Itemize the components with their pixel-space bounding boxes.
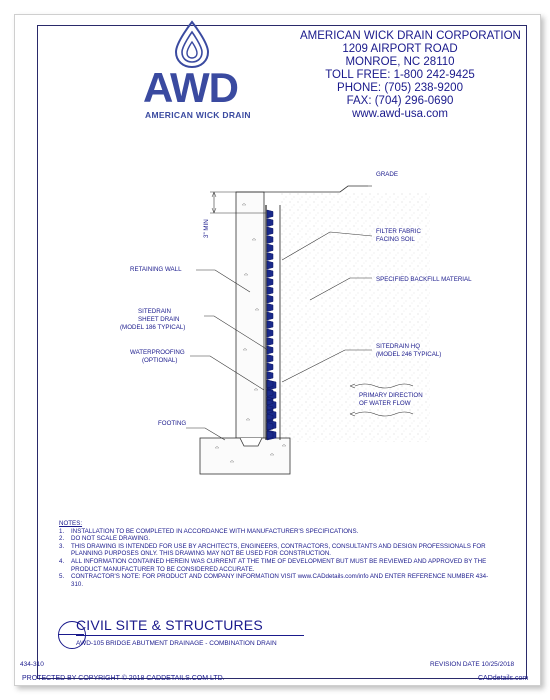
retaining-wall — [235, 191, 265, 439]
logo-tagline: AMERICAN WICK DRAIN — [145, 110, 251, 120]
flow-arrows — [349, 383, 414, 417]
copyright-text: PROTECTED BY COPYRIGHT © 2018 CADDETAILS… — [22, 675, 225, 682]
retaining-wall-label: RETAINING WALL — [130, 266, 182, 273]
sitedrain-label-1: SITEDRAIN — [138, 308, 171, 315]
dimpled-core — [266, 209, 277, 441]
waterproofing-label-2: (OPTIONAL) — [142, 357, 177, 364]
notes-header: NOTES: — [59, 520, 83, 527]
company-name: AMERICAN WICK DRAIN CORPORATION — [300, 30, 521, 42]
sitedrain-label-3: (MODEL 186 TYPICAL) — [120, 324, 185, 331]
waterproofing-label-1: WATERPROOFING — [130, 349, 185, 356]
note-item: 5.CONTRACTOR'S NOTE: FOR PRODUCT AND COM… — [59, 573, 489, 588]
grade-line — [236, 185, 368, 193]
caddetails-link[interactable]: CADdetails.com — [478, 675, 529, 682]
drawing-sheet — [14, 14, 541, 686]
min-dimension-label: 3" MIN — [203, 219, 210, 238]
water-drop-icon — [174, 20, 210, 69]
filter-label-2: FACING SOIL — [376, 236, 415, 243]
logo-mark: AWD — [143, 64, 239, 111]
grade-label: GRADE — [376, 171, 398, 178]
notes-block: NOTES: 1.INSTALLATION TO BE COMPLETED IN… — [59, 520, 499, 588]
backfill-soil — [280, 192, 430, 442]
flow-label-1: PRIMARY DIRECTION — [359, 392, 423, 399]
flow-label-2: OF WATER FLOW — [359, 400, 411, 407]
company-tollfree: TOLL FREE: 1-800 242-9425 — [325, 69, 475, 81]
drawing-border — [37, 25, 527, 679]
reference-number: 434-310 — [20, 661, 44, 668]
company-city: MONROE, NC 28110 — [345, 56, 455, 68]
detail-drawing: 3" MIN GRADE FILTER FABRIC FACING SOIL S… — [120, 171, 472, 475]
note-item: 2.DO NOT SCALE DRAWING. — [59, 535, 151, 543]
footing-label: FOOTING — [158, 420, 186, 427]
company-web[interactable]: www.awd-usa.com — [352, 108, 448, 120]
sitedrain-label-2: SHEET DRAIN — [138, 316, 180, 323]
filter-label-1: FILTER FABRIC — [376, 228, 421, 235]
company-phone: PHONE: (705) 238-9200 — [337, 82, 463, 94]
note-item: 4.ALL INFORMATION CONTAINED HEREIN WAS C… — [59, 557, 487, 573]
company-fax: FAX: (704) 296-0690 — [346, 95, 454, 107]
sitedrain-hq-label-1: SITEDRAIN HQ — [376, 343, 420, 350]
title-sub: AWD-105 BRIDGE ABUTMENT DRAINAGE - COMBI… — [76, 640, 277, 647]
revision-date: REVISION DATE 10/25/2018 — [430, 661, 515, 668]
sitedrain-hq-label-2: (MODEL 246 TYPICAL) — [376, 351, 441, 358]
backfill-label: SPECIFIED BACKFILL MATERIAL — [376, 276, 472, 283]
title-main: CIVIL SITE & STRUCTURES — [76, 617, 263, 633]
note-item: 1.INSTALLATION TO BE COMPLETED IN ACCORD… — [59, 527, 359, 535]
company-address: 1209 AIRPORT ROAD — [342, 43, 458, 55]
company-info: AMERICAN WICK DRAIN CORPORATION 1209 AIR… — [300, 30, 521, 121]
note-item: 3.THIS DRAWING IS INTENDED FOR USE BY AR… — [59, 542, 486, 558]
